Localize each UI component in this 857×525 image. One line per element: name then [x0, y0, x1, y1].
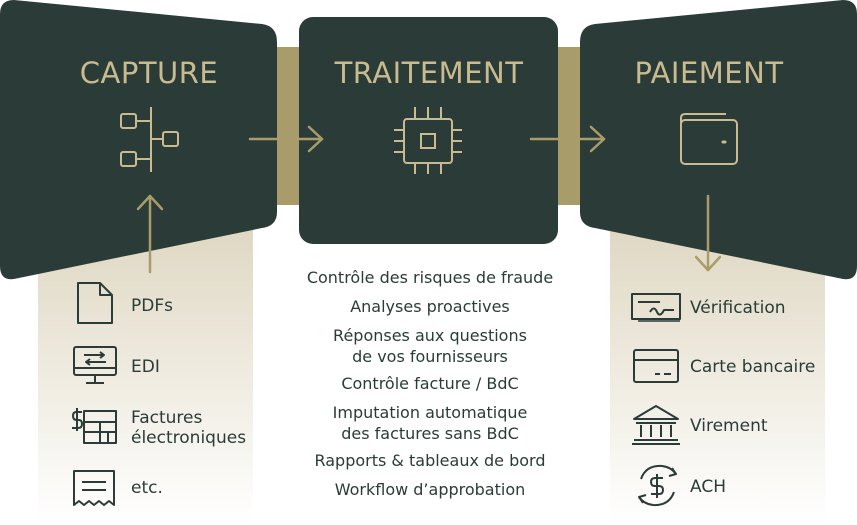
traitement-title: TRAITEMENT [334, 56, 524, 90]
paiement-item-verification: Vérification [690, 298, 786, 318]
capture-item-edi: EDI [131, 357, 160, 377]
traitement-panel [299, 17, 558, 244]
traitement-item: Imputation automatique des factures sans… [332, 403, 528, 443]
arrow-down-icon [694, 194, 722, 272]
arrow-right-icon [529, 125, 606, 153]
capture-title: CAPTURE [79, 56, 219, 90]
arrow-right-icon [248, 125, 324, 153]
bank-icon [632, 405, 680, 445]
traitement-item: Rapports & tableaux de bord [314, 451, 546, 470]
credit-card-icon [633, 349, 679, 383]
paiement-panel [580, 0, 857, 280]
processor-chip-icon [394, 107, 462, 174]
paiement-title: PAIEMENT [634, 56, 784, 90]
arrow-up-icon [136, 194, 164, 274]
traitement-item: Analyses proactives [350, 297, 510, 316]
check-icon [631, 293, 681, 322]
capture-item-factures: Factures électroniques [131, 408, 247, 448]
traitement-item: Contrôle facture / BdC [341, 374, 519, 393]
paiement-item-virement: Virement [690, 416, 768, 436]
pdf-document-icon [77, 282, 113, 324]
ach-exchange-icon [638, 464, 677, 507]
capture-item-etc: etc. [131, 478, 163, 498]
edi-monitor-icon [73, 346, 117, 384]
e-invoice-icon [72, 408, 117, 444]
traitement-item: Contrôle des risques de fraude [306, 268, 554, 287]
receipt-icon [73, 470, 115, 506]
wallet-icon [680, 113, 738, 165]
traitement-item: Workflow d’approbation [334, 480, 526, 499]
paiement-item-carte: Carte bancaire [690, 357, 816, 377]
paiement-item-ach: ACH [690, 477, 726, 497]
traitement-item: Réponses aux questions de vos fournisseu… [333, 326, 527, 366]
capture-panel [0, 0, 277, 280]
capture-item-pdfs: PDFs [131, 296, 173, 316]
hierarchy-icon [120, 107, 179, 172]
